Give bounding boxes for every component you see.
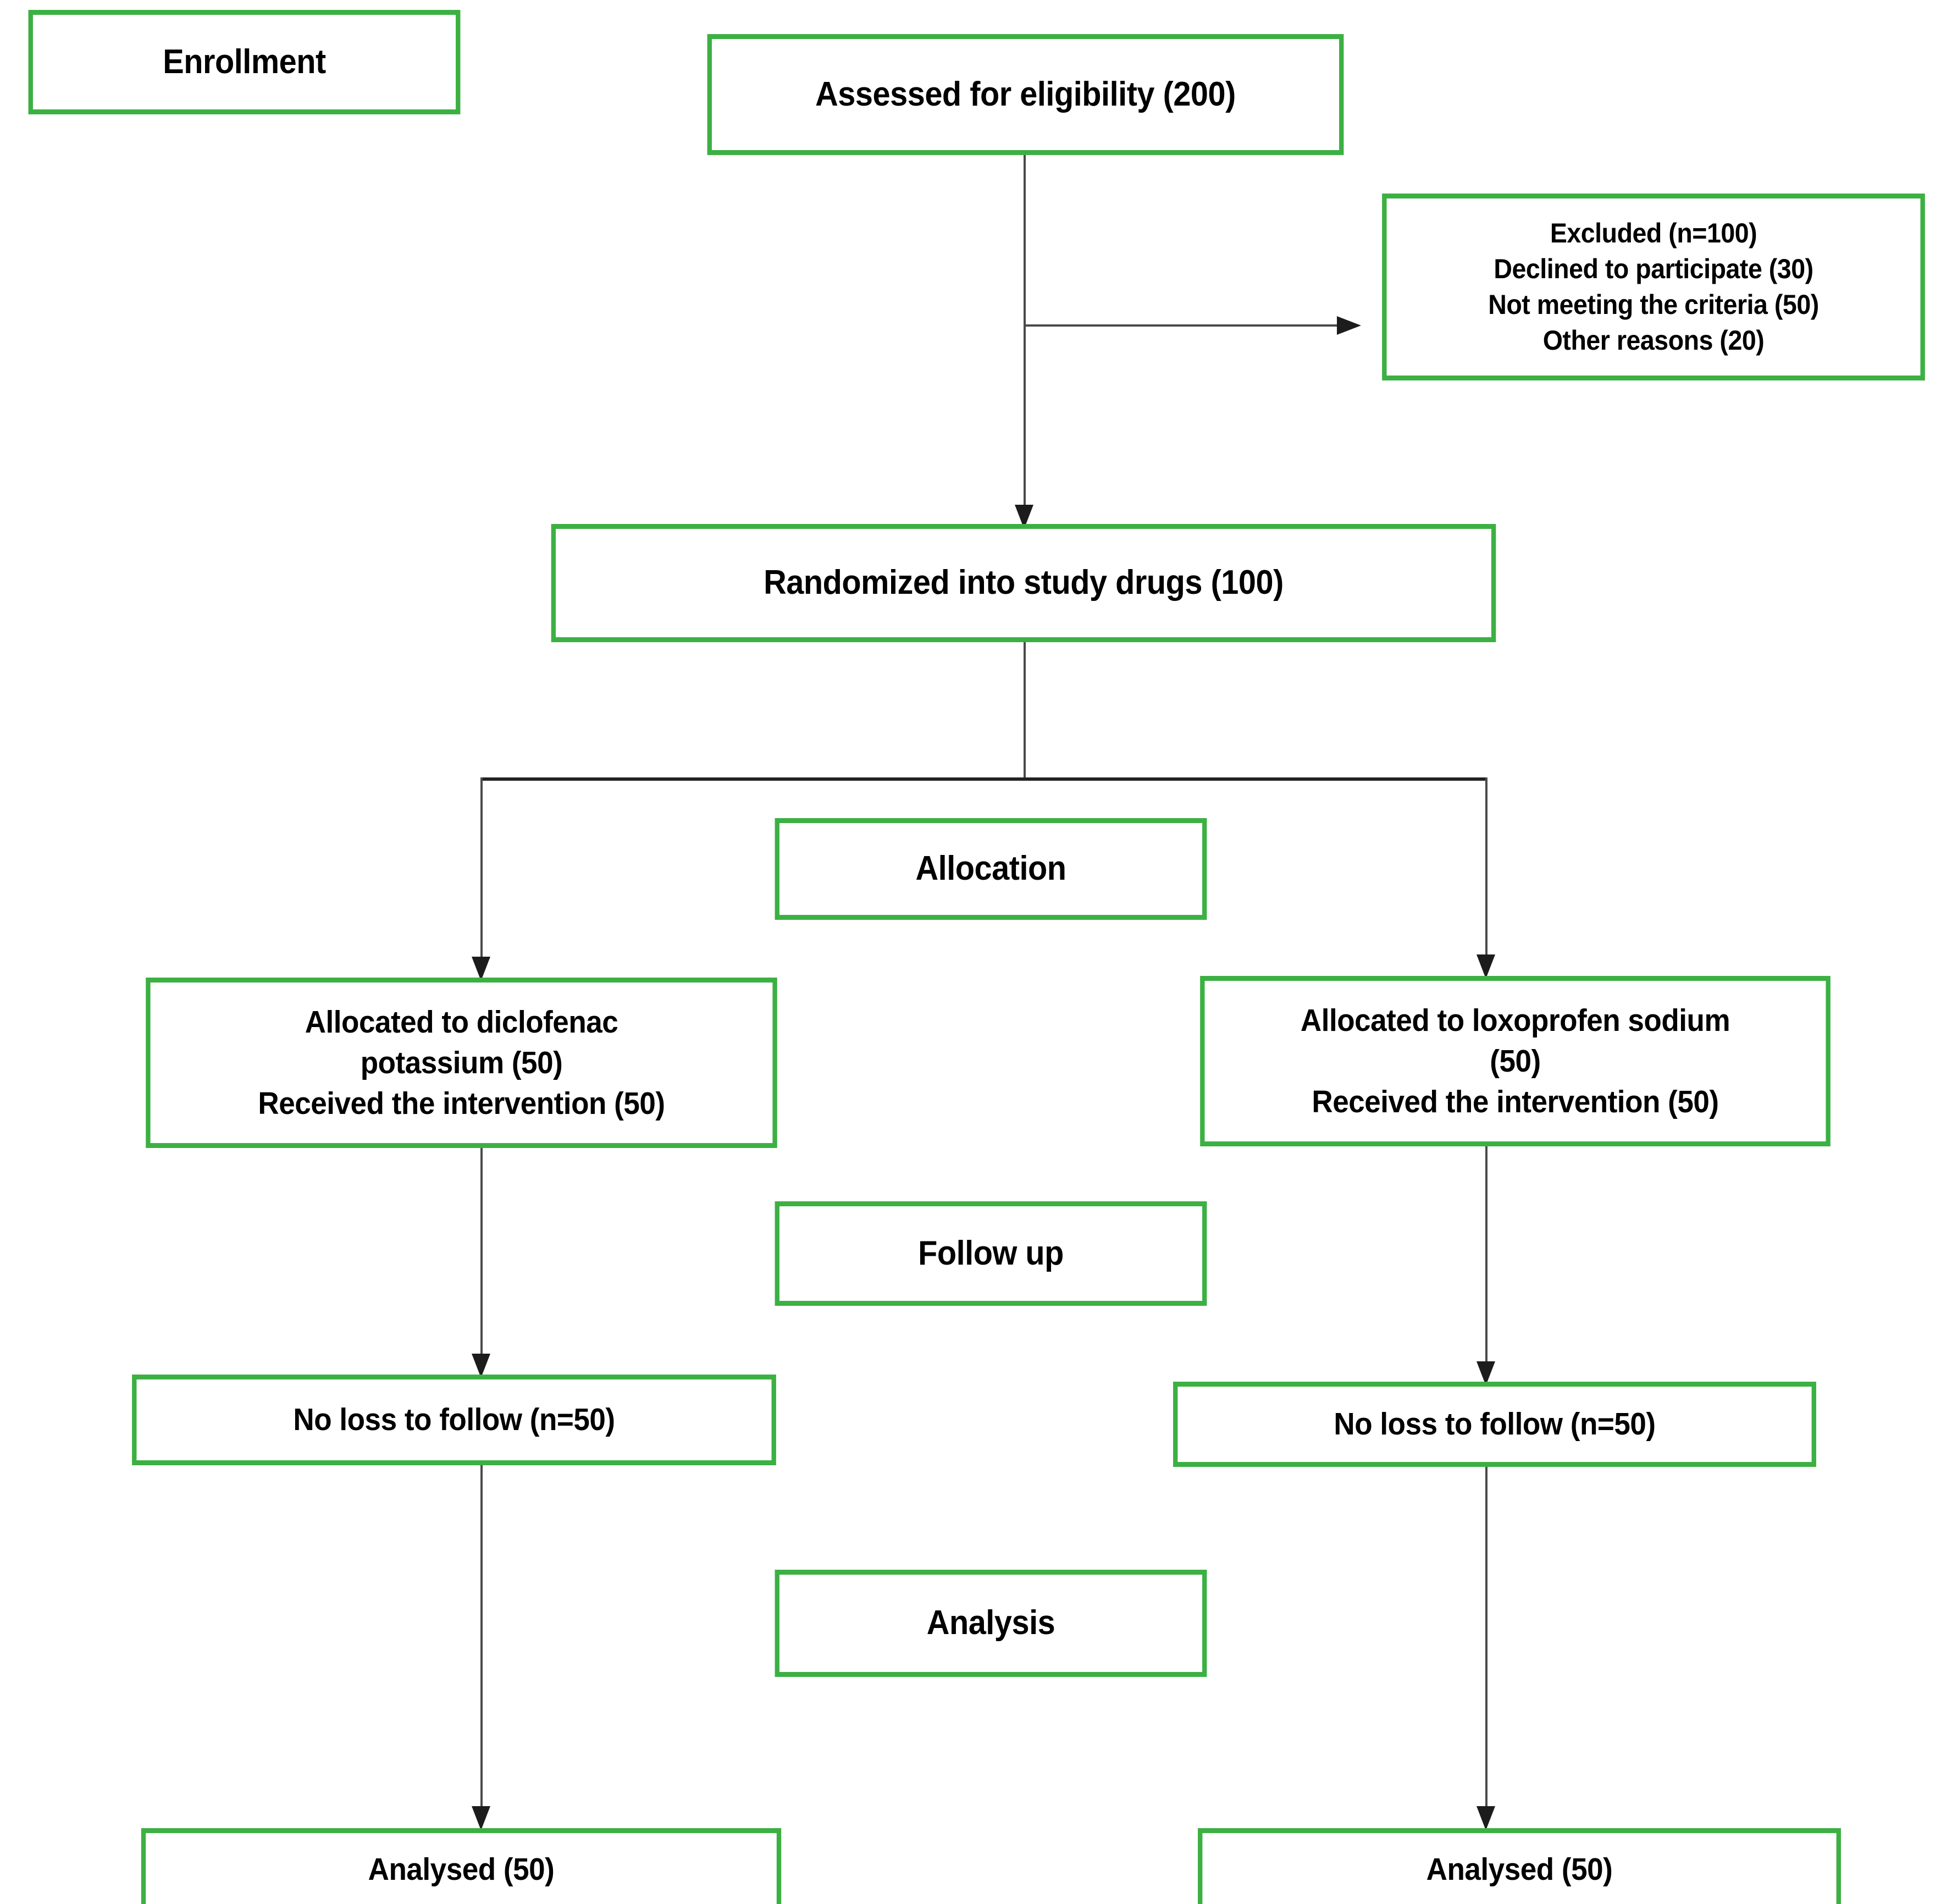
connector-allocation-split — [482, 777, 1487, 781]
node-randomized: Randomized into study drugs (100) — [551, 524, 1496, 642]
alloc-left-line-2: potassium (50) — [360, 1045, 563, 1080]
alloc-left-line-1: Allocated to diclofenac — [305, 1004, 618, 1040]
node-no-loss-to-follow-left-text: No loss to follow (n=50) — [293, 1402, 615, 1438]
node-allocated-diclofenac-potassium: Allocated to diclofenac potassium (50) R… — [146, 978, 777, 1148]
stage-label-allocation: Allocation — [775, 818, 1207, 920]
excluded-line-other: Other reasons (20) — [1542, 325, 1765, 356]
arrowhead-to-left-analysed-icon — [472, 1806, 490, 1830]
arrowhead-to-right-analysed-icon — [1477, 1806, 1495, 1830]
connector-left-followup-to-analysed — [480, 1465, 483, 1809]
arrowhead-to-left-followup-icon — [472, 1354, 490, 1378]
connector-randomized-down — [1024, 642, 1026, 780]
node-assessed-for-eligibility: Assessed for eligibility (200) — [707, 34, 1344, 155]
connector-assessed-to-excluded — [1025, 324, 1338, 327]
node-randomized-text: Randomized into study drugs (100) — [764, 564, 1284, 602]
node-analysed-right-text: Analysed (50) — [1426, 1851, 1613, 1887]
node-no-loss-to-follow-left: No loss to follow (n=50) — [132, 1375, 776, 1465]
node-excluded-text: Excluded (n=100) Declined to participate… — [1387, 216, 1921, 358]
connector-right-allocation-to-followup — [1485, 1146, 1487, 1364]
connector-right-followup-to-analysed — [1485, 1467, 1487, 1809]
stage-label-follow-up: Follow up — [775, 1201, 1207, 1306]
excluded-line-criteria: Not meeting the criteria (50) — [1488, 289, 1819, 320]
connector-left-allocation-to-followup — [480, 1148, 483, 1357]
node-allocated-diclofenac-potassium-text: Allocated to diclofenac potassium (50) R… — [151, 1002, 773, 1124]
connector-assessed-to-randomized — [1024, 155, 1026, 529]
connector-split-to-right-allocation — [1485, 777, 1487, 959]
node-analysed-left-text: Analysed (50) — [368, 1851, 555, 1887]
arrowhead-to-left-allocation-icon — [472, 957, 490, 981]
stage-label-allocation-text: Allocation — [915, 849, 1066, 888]
stage-label-analysis: Analysis — [775, 1570, 1207, 1677]
node-allocated-loxoprofen-sodium: Allocated to loxoprofen sodium (50) Rece… — [1200, 976, 1831, 1146]
node-analysed-right: Analysed (50) — [1198, 1828, 1841, 1904]
arrowhead-to-right-allocation-icon — [1477, 954, 1495, 979]
stage-label-follow-up-text: Follow up — [918, 1234, 1064, 1272]
arrowhead-to-excluded-icon — [1337, 316, 1361, 335]
excluded-line-declined: Declined to participate (30) — [1494, 253, 1813, 284]
alloc-left-line-3: Received the intervention (50) — [258, 1086, 665, 1122]
alloc-right-line-3: Received the intervention (50) — [1312, 1084, 1719, 1120]
node-no-loss-to-follow-right-text: No loss to follow (n=50) — [1334, 1406, 1656, 1442]
node-excluded: Excluded (n=100) Declined to participate… — [1382, 194, 1925, 380]
arrowhead-to-right-followup-icon — [1477, 1361, 1495, 1386]
node-no-loss-to-follow-right: No loss to follow (n=50) — [1173, 1382, 1816, 1467]
alloc-right-line-2: (50) — [1490, 1043, 1541, 1079]
node-analysed-left: Analysed (50) — [141, 1828, 782, 1904]
stage-label-enrollment: Enrollment — [28, 10, 461, 114]
node-allocated-loxoprofen-sodium-text: Allocated to loxoprofen sodium (50) Rece… — [1205, 1000, 1826, 1122]
alloc-right-line-1: Allocated to loxoprofen sodium — [1300, 1002, 1730, 1038]
stage-label-enrollment-text: Enrollment — [163, 42, 326, 81]
node-assessed-for-eligibility-text: Assessed for eligibility (200) — [815, 75, 1236, 113]
excluded-line-total: Excluded (n=100) — [1550, 218, 1757, 249]
connector-split-to-left-allocation — [480, 777, 483, 959]
stage-label-analysis-text: Analysis — [926, 1604, 1055, 1642]
